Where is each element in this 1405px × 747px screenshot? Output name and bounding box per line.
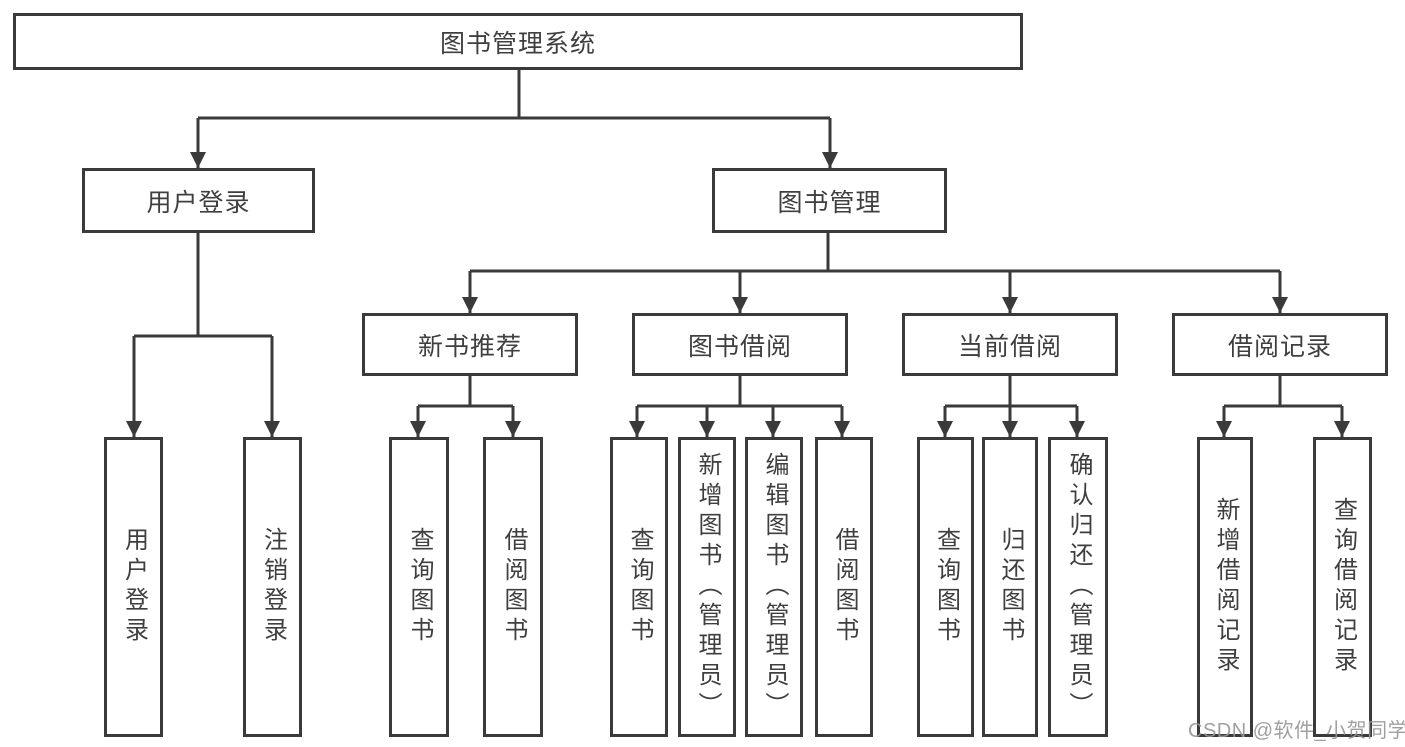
leaf-query-book-current: 查询图书 (917, 437, 974, 737)
leaf-user-login: 用户登录 (104, 437, 163, 737)
csdn-watermark: CSDN @软件_小贺同学 (1188, 720, 1405, 742)
leaf-borrow-book-recommend: 借阅图书 (483, 437, 543, 737)
leaf-add-book-admin: 新增图书（管理员） (678, 437, 736, 737)
leaf-add-borrow-record: 新增借阅记录 (1197, 437, 1253, 737)
leaf-logout: 注销登录 (243, 437, 302, 737)
leaf-return-book: 归还图书 (982, 437, 1038, 737)
leaf-query-borrow-record: 查询借阅记录 (1313, 437, 1372, 737)
node-new-book-recommend: 新书推荐 (362, 313, 578, 376)
root-node-library-system: 图书管理系统 (13, 13, 1023, 70)
node-borrow-records: 借阅记录 (1172, 313, 1388, 376)
node-current-borrow: 当前借阅 (902, 313, 1118, 376)
node-book-borrow: 图书借阅 (632, 313, 848, 376)
leaf-confirm-return-admin: 确认归还（管理员） (1048, 437, 1108, 737)
leaf-query-book-recommend: 查询图书 (389, 437, 449, 737)
leaf-query-book-borrow: 查询图书 (610, 437, 668, 737)
leaf-borrow-book: 借阅图书 (815, 437, 873, 737)
node-user-login: 用户登录 (82, 168, 315, 233)
node-book-management: 图书管理 (712, 168, 947, 233)
leaf-edit-book-admin: 编辑图书（管理员） (745, 437, 803, 737)
